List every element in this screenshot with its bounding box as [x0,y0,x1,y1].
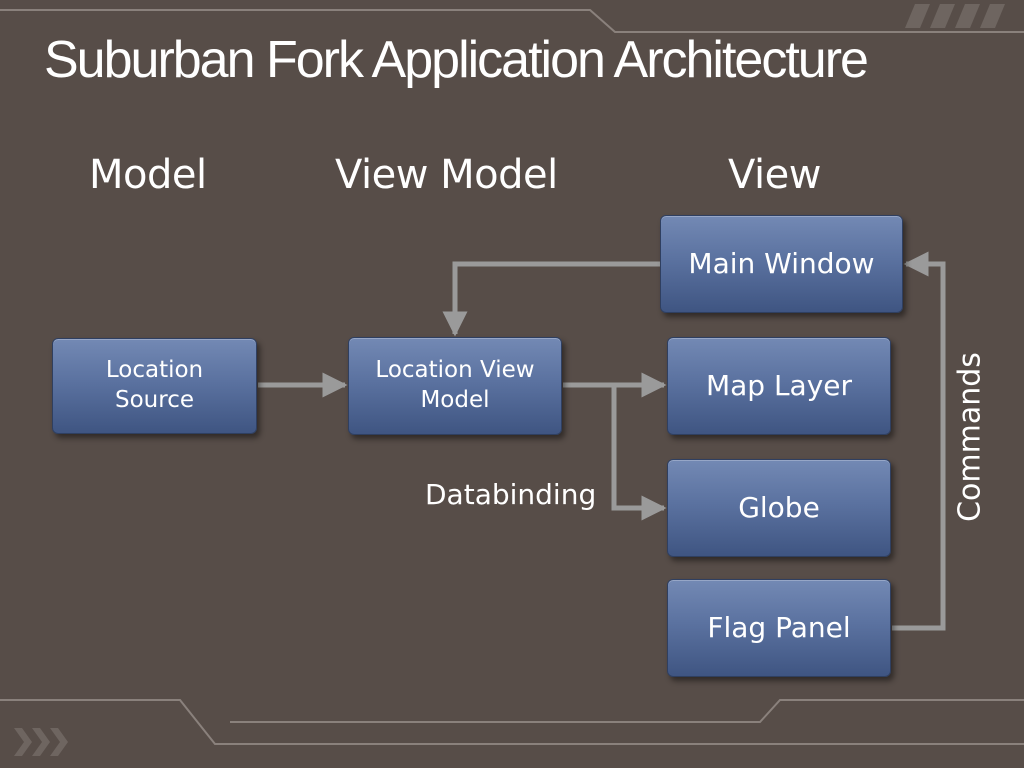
node-flag-panel: Flag Panel [667,579,891,677]
node-label: Location Source [105,357,204,413]
arrow-viewmodel-to-globe [611,385,667,521]
top-frame-line [0,9,1024,33]
edge-label-commands: Commands [952,352,988,522]
edge-label-databinding: Databinding [425,478,597,511]
page-title: Suburban Fork Application Architecture [44,31,869,89]
column-header-model: Model [89,152,207,198]
column-header-view: View [728,152,821,198]
bottom-frame-line [0,699,1024,745]
column-header-view-model: View Model [335,152,558,198]
node-map-layer: Map Layer [667,337,891,435]
node-label: Flag Panel [707,610,851,644]
node-globe: Globe [667,459,891,557]
bottom-frame-line-2 [230,699,1024,723]
node-label: Main Window [688,246,875,280]
node-label: Globe [738,490,820,524]
arrow-mainwindow-to-viewmodel [442,261,660,337]
top-right-stripes [905,4,1005,28]
node-location-view-model: Location View Model [348,337,562,435]
node-label: Map Layer [705,368,853,402]
bottom-left-chevrons [14,728,68,756]
arrow-flagpanel-to-mainwindow [892,251,946,631]
node-label: Location View Model [375,357,535,413]
node-main-window: Main Window [660,215,903,313]
node-location-source: Location Source [52,338,257,434]
